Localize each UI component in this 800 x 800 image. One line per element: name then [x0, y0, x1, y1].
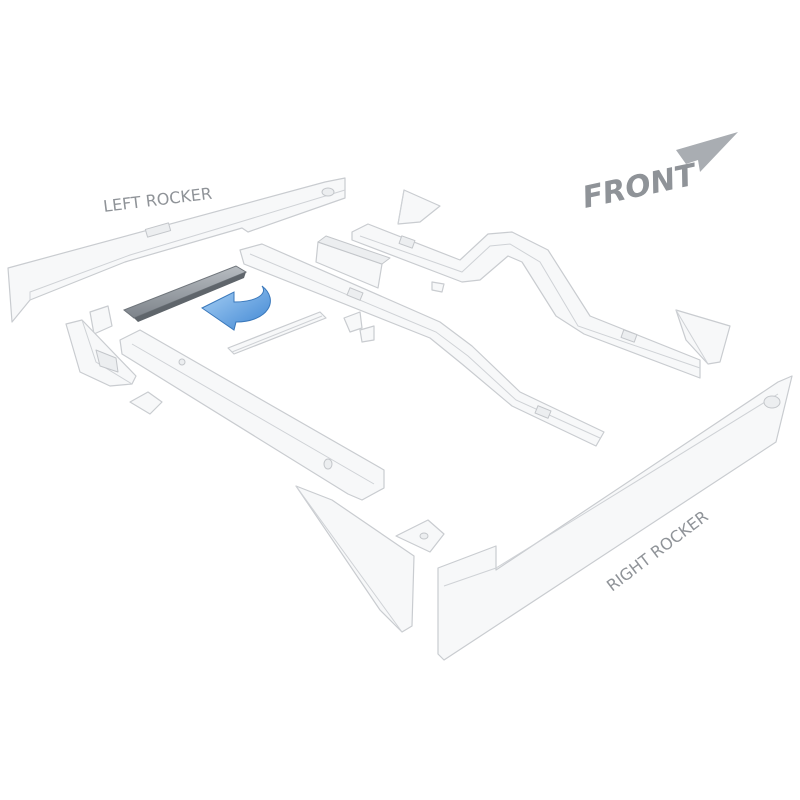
- highlighted-brace: [123, 265, 248, 322]
- left-frame-rail: [119, 329, 385, 501]
- left-rocker-panel: [7, 177, 346, 323]
- front-label: FRONT: [579, 157, 701, 216]
- left-small-clip: [129, 391, 163, 415]
- center-plate: [315, 235, 391, 289]
- right-gusset: [675, 309, 731, 365]
- center-mount: [343, 311, 363, 333]
- small-crossbar: [227, 311, 327, 355]
- rail-clip: [431, 281, 445, 293]
- left-bracket-upper: [89, 305, 113, 335]
- left-body-mount: [65, 319, 137, 387]
- front-arrow-icon: [676, 132, 738, 172]
- curved-arrow-icon: [201, 285, 271, 331]
- right-frame-rail: [351, 223, 701, 379]
- center-mount-tab: [359, 325, 375, 343]
- center-frame-rail: [239, 243, 605, 447]
- left-rocker-label: LEFT ROCKER: [102, 184, 213, 216]
- lower-bracket: [395, 519, 445, 553]
- upper-bracket: [397, 189, 441, 225]
- left-lower-gusset: [295, 485, 415, 633]
- right-rocker-panel: [437, 375, 793, 661]
